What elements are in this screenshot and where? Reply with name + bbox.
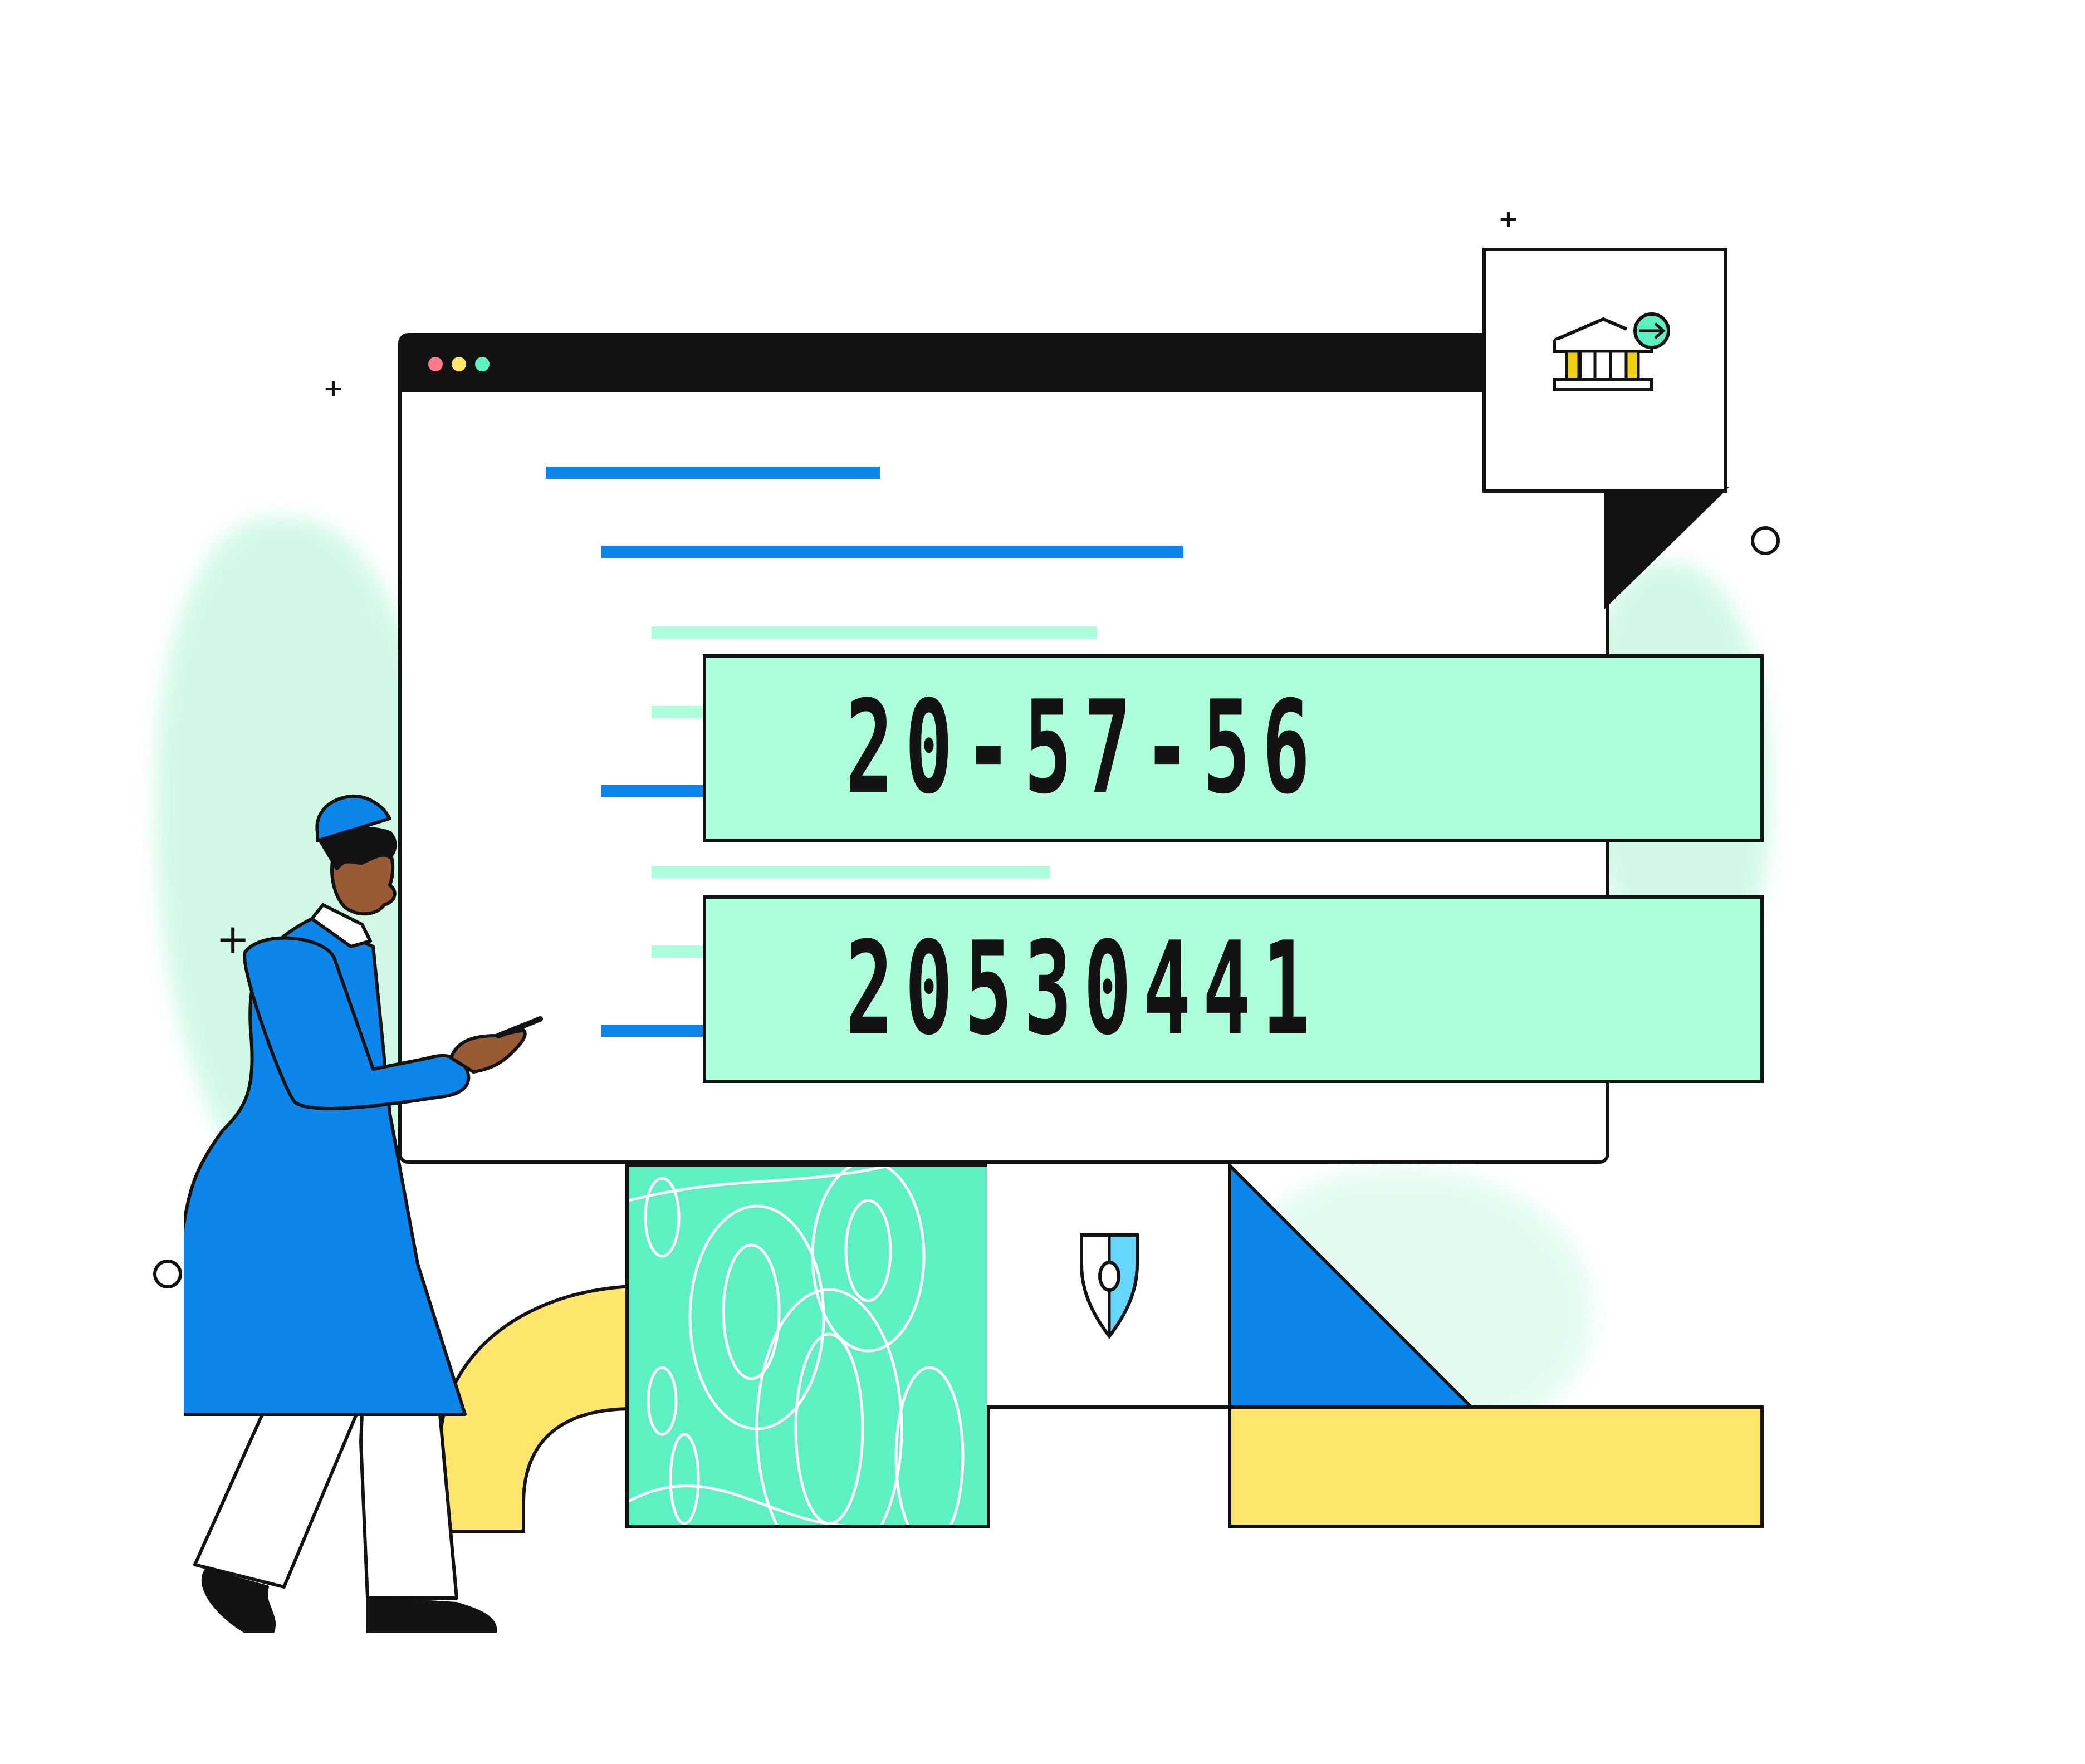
plus-sparkle-icon: + [1498, 205, 1519, 233]
content-line [546, 467, 880, 479]
blue-triangle-tile [1228, 1164, 1473, 1409]
sort-code-value: 20-57-56 [845, 674, 1322, 822]
bank-tile-tail [1604, 487, 1729, 610]
topographic-pattern [629, 1167, 965, 1525]
maximize-dot-icon[interactable] [475, 357, 490, 371]
account-number-value: 20530441 [845, 915, 1322, 1064]
content-line [652, 945, 718, 958]
window-titlebar [402, 336, 1606, 392]
bank-transfer-icon[interactable] [1551, 312, 1674, 401]
content-line [601, 785, 713, 797]
content-line [601, 1025, 713, 1037]
sort-code-field[interactable]: 20-57-56 [703, 654, 1764, 842]
bank-tile [1482, 248, 1727, 493]
content-line [601, 546, 1183, 558]
person-figure [184, 794, 543, 1633]
close-dot-icon[interactable] [428, 357, 443, 371]
content-line [652, 706, 718, 718]
plus-sparkle-icon: + [323, 374, 344, 403]
ring-sparkle-icon [1751, 526, 1780, 555]
yellow-bar-tile [1228, 1405, 1764, 1528]
security-shield-icon[interactable] [1054, 1231, 1165, 1342]
minimize-dot-icon[interactable] [452, 357, 466, 371]
content-line [652, 866, 1050, 878]
account-number-field[interactable]: 20530441 [703, 895, 1764, 1083]
content-line [652, 626, 1097, 639]
ring-sparkle-icon [153, 1260, 182, 1288]
shield-tile-bottom-border [987, 1405, 1232, 1409]
topographic-tile [625, 1164, 990, 1528]
shield-tile [987, 1164, 1232, 1409]
